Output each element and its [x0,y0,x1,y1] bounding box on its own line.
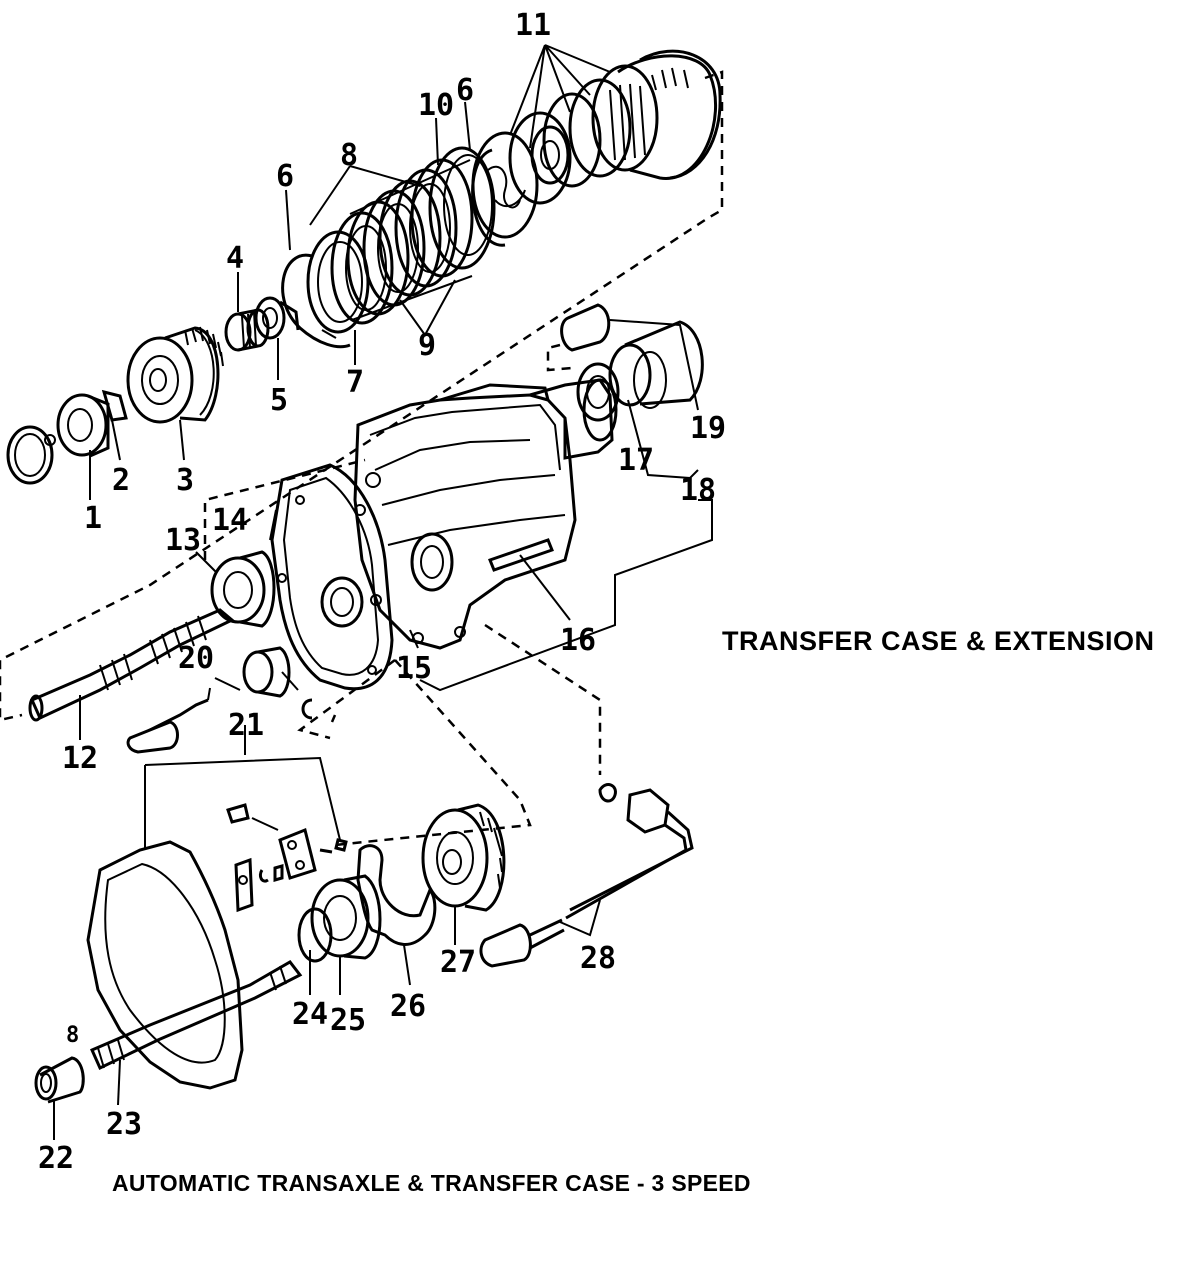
bracket-part-16 [488,538,554,572]
callout-25: 25 [330,1003,366,1038]
linkage-bracket-part-21 [144,725,348,913]
callout-9: 9 [418,328,436,363]
callout-24: 24 [292,997,328,1032]
callout-26: 26 [390,989,426,1024]
callout-27: 27 [440,945,476,980]
clutch-plates-part-8-9 [330,158,474,325]
callout-22: 22 [38,1141,74,1176]
snap-ring [6,425,54,485]
shift-fork-part-26 [356,844,437,946]
bushing-part-22 [39,1056,85,1104]
gear-part-27 [421,803,506,945]
bearing-part-1 [56,393,108,457]
callout-labels: 1 2 3 4 5 6 6 7 8 9 10 11 12 13 14 15 16… [38,8,726,1176]
seal-part-17 [576,362,620,422]
callout-13: 13 [165,523,201,558]
key-part-2 [101,389,128,422]
callout-1: 1 [84,501,102,536]
needle-bearing-part-4 [224,308,270,352]
output-shaft-assembly [28,550,602,847]
case-body [353,393,577,650]
extension-housing [529,378,614,460]
callout-21: 21 [228,708,264,743]
callout-8-lower: 8 [66,1023,79,1048]
callout-6-left: 6 [276,159,294,194]
callout-10: 10 [418,88,454,123]
planetary-set-part-11 [508,49,722,205]
small-washer [44,434,56,446]
pressure-plate-part-10 [428,146,496,270]
callout-4: 4 [226,241,244,276]
leader-11 [509,44,611,149]
callout-28: 28 [580,941,616,976]
bearing-part-13 [210,556,266,624]
gasket-part-14 [270,463,394,691]
callout-16: 16 [560,623,596,658]
callout-20: 20 [178,641,214,676]
callout-15: 15 [396,651,432,686]
callout-12: 12 [62,741,98,776]
bushing-part-19 [560,303,611,352]
caption-transfer-case: TRANSFER CASE & EXTENSION [722,626,1155,656]
callout-8: 8 [340,138,358,173]
snap-ring-inner [14,433,46,477]
clutch-pack-assembly [0,44,724,722]
callout-19: 19 [690,411,726,446]
transaxle-assembly [34,725,694,1140]
callout-5: 5 [270,383,288,418]
callout-17: 17 [618,443,654,478]
piston-part-10b [471,131,539,239]
callout-7: 7 [346,365,364,400]
housing-cover [86,840,244,1090]
speedo-cable-part-28 [479,783,694,968]
callout-18: 18 [680,473,716,508]
shaft-part-23 [90,960,303,1071]
callout-11: 11 [515,8,551,43]
callout-14: 14 [212,503,248,538]
gear-part-3 [126,326,224,424]
seal-part-15 [320,576,364,628]
snap-ring-part-6 [281,253,351,349]
speedo-gear-part-20 [126,646,313,754]
callout-23: 23 [106,1107,142,1142]
caption-automatic-transaxle: AUTOMATIC TRANSAXLE & TRANSFER CASE - 3 … [112,1170,751,1196]
bearing-part-1-inner [67,408,93,442]
callout-2: 2 [112,463,130,498]
bearing-part-25 [310,874,382,995]
callout-6-right: 6 [456,73,474,108]
callout-3: 3 [176,463,194,498]
transfer-case-housing [203,303,713,692]
